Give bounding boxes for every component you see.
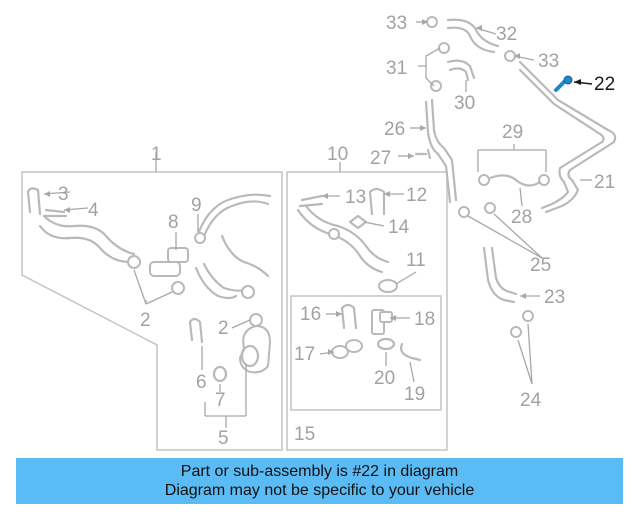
callout-12: 12 bbox=[406, 185, 427, 206]
callout-13: 13 bbox=[345, 187, 366, 208]
valve-18 bbox=[371, 309, 393, 335]
callout-25: 25 bbox=[530, 255, 551, 276]
callout-27: 27 bbox=[370, 148, 391, 169]
callout-20: 20 bbox=[374, 368, 395, 389]
clamps-24 bbox=[510, 310, 534, 338]
callout-30: 30 bbox=[454, 93, 475, 114]
callout-11: 11 bbox=[406, 250, 426, 271]
group-box-15 bbox=[290, 295, 442, 411]
hose-28 bbox=[478, 174, 550, 187]
hose-clamp-3 bbox=[26, 187, 42, 216]
clamps-25 bbox=[458, 202, 496, 218]
callout-31: 31 bbox=[386, 58, 407, 79]
heater-hose-10 bbox=[296, 204, 390, 274]
gasket-20 bbox=[376, 337, 396, 351]
hose-30 bbox=[430, 59, 476, 92]
pipe-19 bbox=[400, 342, 422, 362]
o-ring-7 bbox=[212, 365, 228, 383]
callout-18: 18 bbox=[414, 309, 435, 330]
info-banner: Part or sub-assembly is #22 in diagram D… bbox=[16, 458, 623, 504]
callout-10: 10 bbox=[327, 144, 348, 165]
callout-9: 9 bbox=[191, 195, 202, 216]
group-box-1 bbox=[21, 171, 283, 451]
arrowheads bbox=[44, 19, 581, 355]
callout-4: 4 bbox=[88, 200, 99, 221]
callout-14: 14 bbox=[388, 217, 410, 238]
banner-line-2: Diagram may not be specific to your vehi… bbox=[164, 482, 475, 499]
callout-21: 21 bbox=[594, 172, 615, 193]
callout-1: 1 bbox=[151, 144, 162, 165]
group-box-10 bbox=[286, 171, 448, 451]
upper-radiator-hose bbox=[38, 214, 136, 264]
callout-5: 5 bbox=[218, 428, 229, 449]
callout-23: 23 bbox=[544, 287, 565, 308]
callout-17: 17 bbox=[294, 344, 315, 365]
housing-5 bbox=[238, 313, 272, 374]
callout-33-right: 33 bbox=[538, 51, 559, 72]
pipe-21 bbox=[518, 60, 617, 214]
water-outlet-8 bbox=[127, 247, 189, 295]
lower-hose bbox=[194, 234, 270, 300]
hose-23 bbox=[482, 246, 518, 304]
callout-6: 6 bbox=[196, 372, 207, 393]
bracket-14 bbox=[348, 214, 368, 230]
leader-lines bbox=[43, 21, 593, 428]
pipe-26 bbox=[424, 98, 458, 204]
callout-7: 7 bbox=[215, 390, 226, 411]
hose-clamp-13 bbox=[298, 194, 324, 208]
callout-22: 22 bbox=[594, 74, 615, 95]
callout-16: 16 bbox=[300, 304, 321, 325]
callout-3: 3 bbox=[58, 184, 69, 205]
hose-32 bbox=[446, 18, 500, 54]
callout-8: 8 bbox=[168, 212, 179, 233]
callout-2-right: 2 bbox=[218, 318, 229, 339]
bolt-22-highlighted[interactable] bbox=[554, 75, 573, 92]
bolt-27 bbox=[414, 148, 432, 160]
callout-15: 15 bbox=[294, 424, 315, 445]
o-ring-17 bbox=[331, 339, 363, 359]
callout-33-top: 33 bbox=[386, 13, 407, 34]
callout-29: 29 bbox=[502, 122, 523, 143]
hose-9 bbox=[194, 193, 272, 244]
clamp-12 bbox=[368, 187, 386, 216]
clamp-6 bbox=[188, 317, 204, 344]
cap-11 bbox=[378, 279, 398, 293]
callout-labels: 1 2 2 3 4 5 6 7 8 9 10 11 12 13 14 15 16… bbox=[58, 13, 615, 449]
clamp-16 bbox=[340, 303, 358, 330]
clip-4 bbox=[42, 208, 68, 218]
callout-19: 19 bbox=[404, 384, 425, 405]
callout-2-left: 2 bbox=[140, 310, 151, 331]
banner-line-1: Part or sub-assembly is #22 in diagram bbox=[180, 463, 459, 480]
callout-32: 32 bbox=[496, 24, 517, 45]
callout-28: 28 bbox=[511, 207, 532, 228]
callout-26: 26 bbox=[384, 119, 405, 140]
callout-24: 24 bbox=[520, 390, 542, 411]
